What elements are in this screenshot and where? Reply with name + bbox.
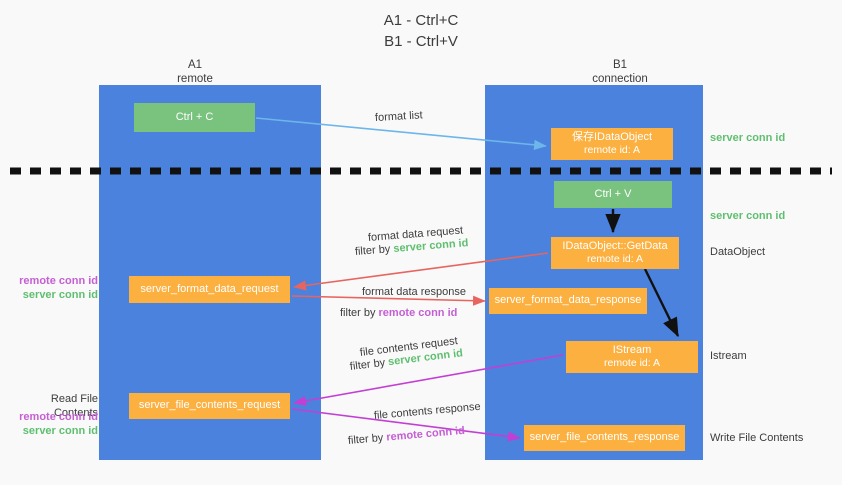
box-sfcreq-label: server_file_contents_request: [138, 399, 281, 412]
box-save-idataobject-line1: 保存IDataObject: [571, 130, 653, 143]
box-idataobject-getdata[interactable]: IDataObject::GetData remote id: A: [551, 237, 679, 269]
label-filter-by-remote-conn-id-2: filter by remote conn id: [347, 424, 465, 449]
box-ctrl-c[interactable]: Ctrl + C: [134, 103, 255, 132]
column-a1-name: A1: [187, 59, 203, 71]
box-getdata-line2: remote id: A: [586, 253, 644, 265]
box-server-format-data-request[interactable]: server_format_data_request: [129, 276, 290, 303]
label-remote-conn-id-upper: remote conn id: [19, 275, 98, 287]
box-save-idataobject-line2: remote id: A: [583, 144, 641, 156]
label-left-conn-ids-lower: remote conn id server conn id: [8, 410, 98, 438]
box-istream-line2: remote id: A: [603, 357, 661, 369]
title-line-1: A1 - Ctrl+C: [383, 12, 459, 29]
box-ctrl-v-label: Ctrl + V: [594, 187, 632, 200]
label-read-file-contents: Read File Contents: [50, 393, 98, 419]
label-format-data-response: format data response: [362, 286, 466, 298]
box-getdata-line1: IDataObject::GetData: [562, 239, 668, 252]
filter-by-text-2: filter by: [340, 307, 379, 319]
label-server-conn-id-top: server conn id: [710, 132, 786, 144]
box-server-file-contents-response[interactable]: server_file_contents_response: [524, 425, 685, 451]
label-remote-conn-id-lower: remote conn id: [19, 411, 98, 423]
diagram-title: A1 - Ctrl+C B1 - Ctrl+V: [0, 10, 842, 52]
column-b1-role: connection: [592, 73, 648, 85]
box-server-file-contents-request[interactable]: server_file_contents_request: [129, 393, 290, 419]
label-format-list: format list: [374, 109, 423, 124]
column-header-b1: B1 connection: [525, 58, 715, 86]
remote-conn-id-text-1: remote conn id: [378, 307, 458, 319]
box-sfdreq-label: server_format_data_request: [140, 282, 279, 295]
box-istream-line1: IStream: [612, 343, 652, 356]
box-save-idataobject[interactable]: 保存IDataObject remote id: A: [551, 128, 673, 160]
box-server-format-data-response[interactable]: server_format_data_response: [489, 288, 647, 314]
label-istream: Istream: [710, 350, 747, 362]
column-b1-name: B1: [612, 59, 628, 71]
label-server-conn-id-mid: server conn id: [710, 210, 786, 222]
box-istream[interactable]: IStream remote id: A: [566, 341, 698, 373]
label-filter-by-remote-conn-id-1: filter by remote conn id: [340, 306, 457, 321]
label-server-conn-id-lower: server conn id: [22, 425, 98, 437]
filter-by-text-4: filter by: [347, 431, 387, 447]
box-sfcresp-label: server_file_contents_response: [529, 431, 680, 444]
label-left-conn-ids-upper: remote conn id server conn id: [8, 274, 98, 302]
filter-by-text-3: filter by: [349, 356, 389, 373]
remote-conn-id-text-2: remote conn id: [385, 424, 466, 444]
column-header-a1: A1 remote: [125, 58, 265, 86]
label-dataobject: DataObject: [710, 246, 766, 258]
box-ctrl-v[interactable]: Ctrl + V: [554, 181, 672, 208]
box-sfdresp-label: server_format_data_response: [494, 294, 642, 307]
label-write-file-contents: Write File Contents: [710, 432, 804, 444]
box-ctrl-c-label: Ctrl + C: [175, 110, 214, 123]
filter-by-text-1: filter by: [354, 242, 394, 258]
column-a1-role: remote: [177, 73, 213, 85]
label-file-contents-response: file contents response: [373, 400, 482, 422]
title-line-2: B1 - Ctrl+V: [384, 33, 458, 50]
label-server-conn-id-upper: server conn id: [22, 289, 98, 301]
